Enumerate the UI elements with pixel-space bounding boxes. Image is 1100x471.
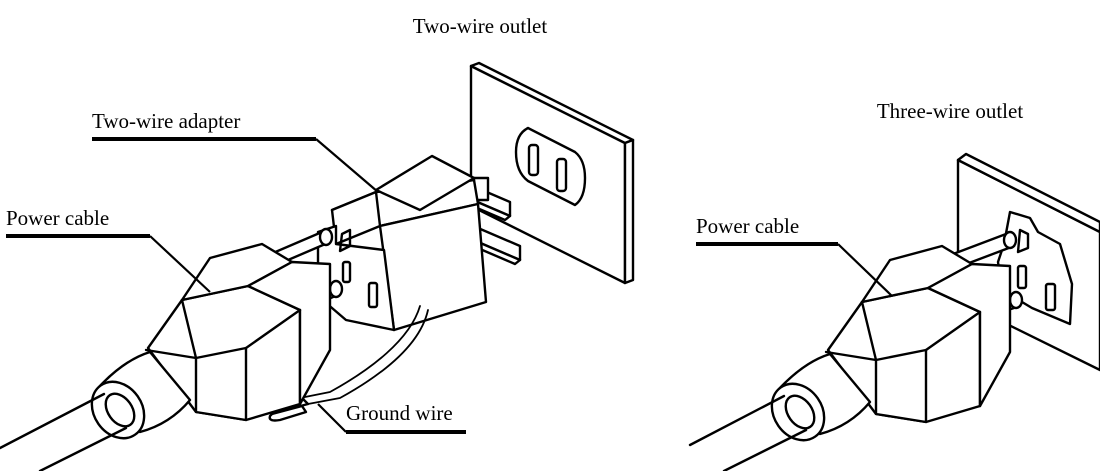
three-wire-outlet-label: Three-wire outlet <box>877 99 1024 123</box>
power-cable-label-right: Power cable <box>696 214 799 238</box>
power-cable-left-leader <box>149 235 211 293</box>
two-wire-setup: Two-wire outlet Two-wire adapter Power c… <box>0 14 635 471</box>
left-power-plug <box>90 242 332 440</box>
adapter-leader-line <box>315 138 379 193</box>
power-cable-right-leader <box>837 243 893 297</box>
two-wire-outlet-plate <box>469 61 635 285</box>
right-power-cable <box>688 394 808 471</box>
three-wire-setup: Three-wire outlet Power cable <box>688 99 1100 471</box>
power-cable-label-left: Power cable <box>6 206 109 230</box>
two-wire-outlet-label: Two-wire outlet <box>413 14 548 38</box>
two-wire-adapter <box>316 154 488 332</box>
right-power-plug <box>770 244 1012 442</box>
ground-wire-leader <box>317 403 347 433</box>
two-wire-adapter-label: Two-wire adapter <box>92 109 240 133</box>
left-power-cable <box>0 392 128 471</box>
ground-wire-label: Ground wire <box>346 401 453 425</box>
